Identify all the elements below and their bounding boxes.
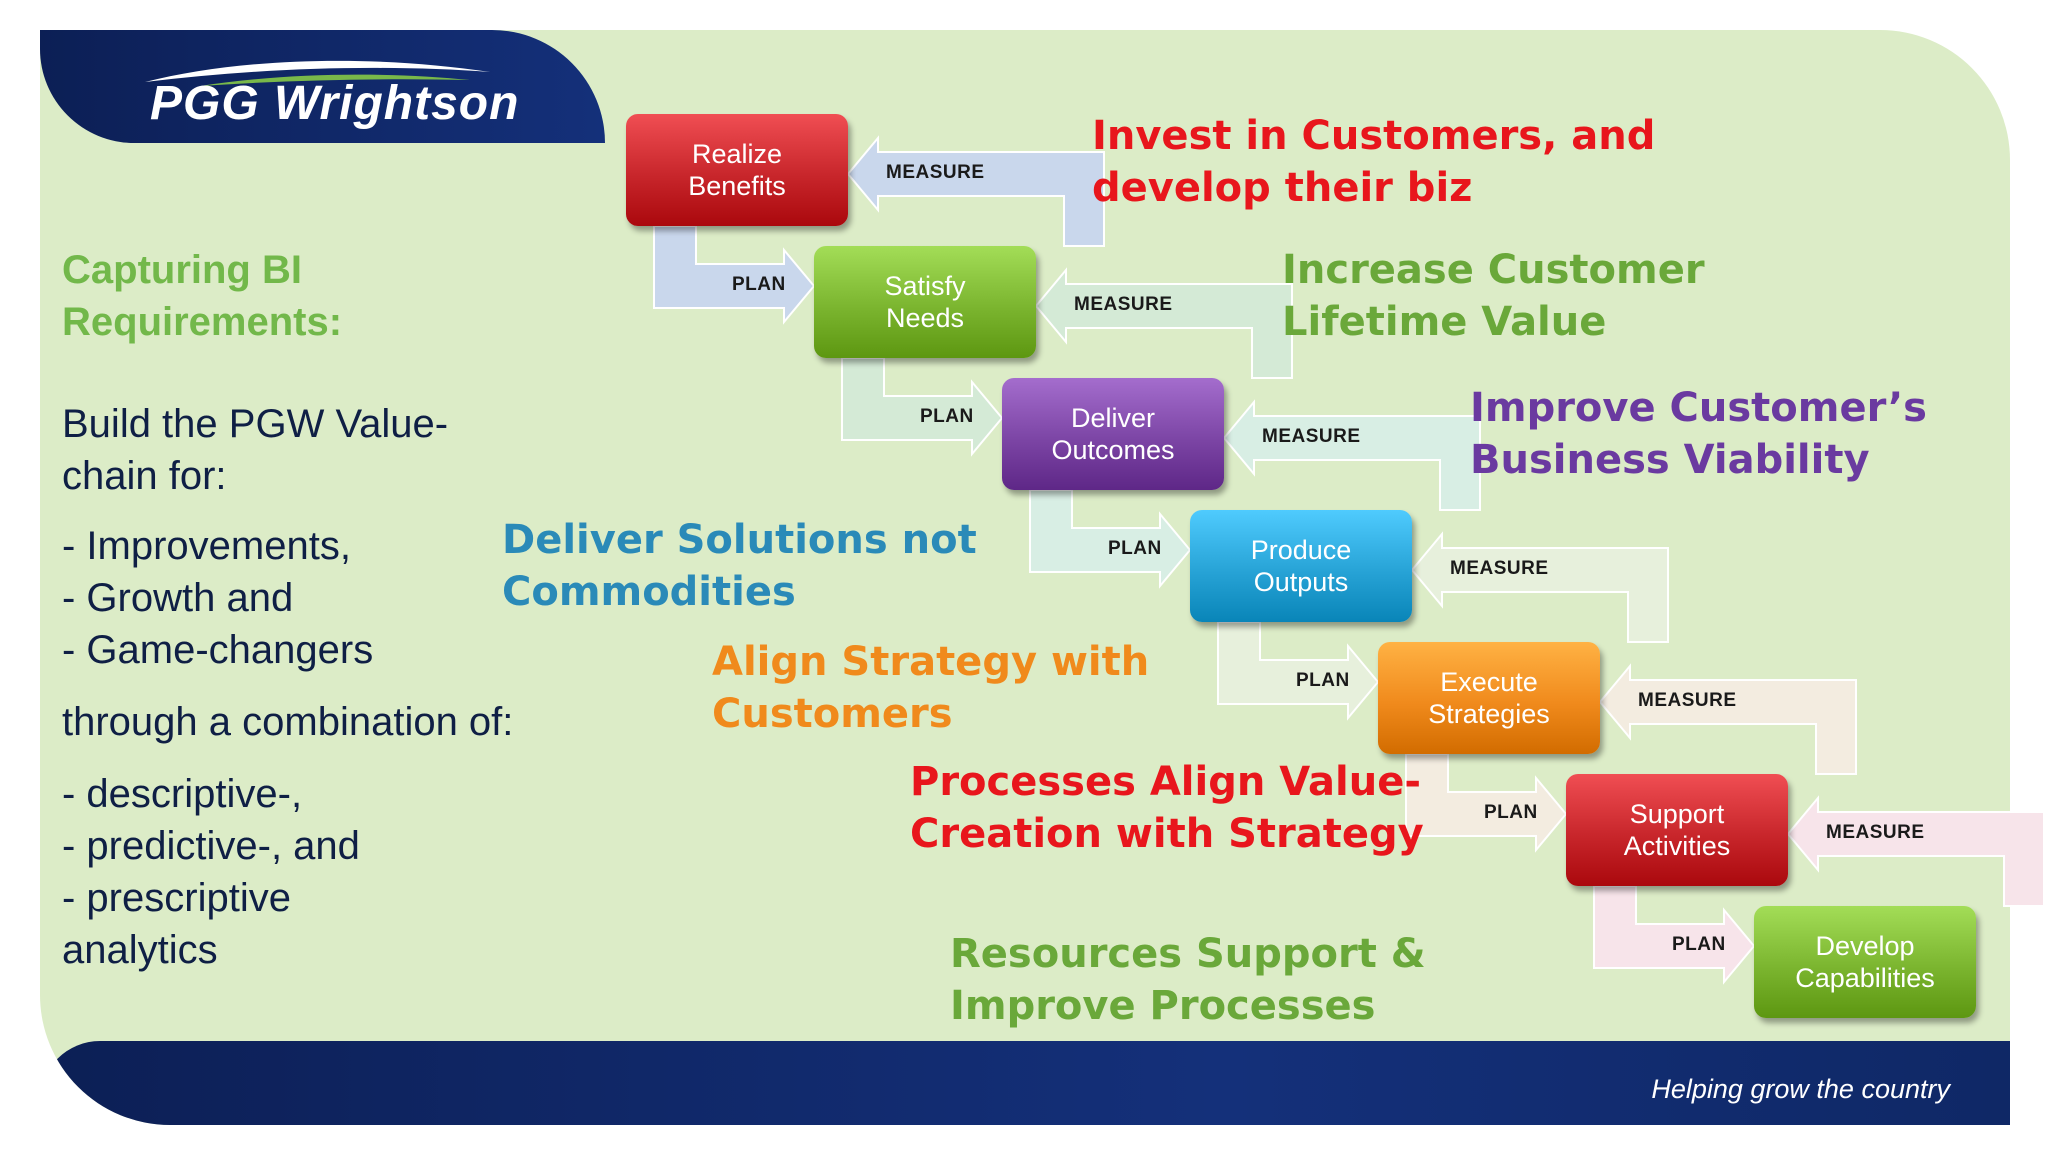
- measure-arrow-1: [846, 135, 1105, 247]
- measure-label-6: MEASURE: [1826, 822, 1925, 843]
- plan-label-1: PLAN: [732, 274, 786, 295]
- left-intro: Build the PGW Value- chain for:: [62, 402, 449, 498]
- measure-arrow-6: [1786, 795, 2045, 907]
- logo-swoosh-icon: [145, 60, 490, 86]
- left-list-goals: - Improvements, - Growth and - Game-chan…: [62, 524, 374, 672]
- plan-label-6: PLAN: [1672, 934, 1726, 955]
- step-box-5: Execute Strategies: [1378, 642, 1600, 754]
- step-box-2: Satisfy Needs: [814, 246, 1036, 358]
- plan-arrow-6: [1593, 885, 1756, 985]
- caption-resources: Resources Support & Improve Processes: [950, 931, 1426, 1029]
- caption-lifetime-value: Increase Customer Lifetime Value: [1282, 247, 1705, 345]
- step-box-6: Support Activities: [1566, 774, 1788, 886]
- left-through: through a combination of:: [62, 700, 514, 744]
- step-box-4: Produce Outputs: [1190, 510, 1412, 622]
- measure-arrow-2: [1034, 267, 1293, 379]
- step-box-7: Develop Capabilities: [1754, 906, 1976, 1018]
- plan-arrow-4: [1217, 621, 1380, 721]
- plan-arrow-1: [653, 225, 816, 325]
- measure-label-5: MEASURE: [1638, 690, 1737, 711]
- step-box-3: Deliver Outcomes: [1002, 378, 1224, 490]
- measure-label-3: MEASURE: [1262, 426, 1361, 447]
- measure-arrow-4: [1410, 531, 1669, 643]
- caption-invest: Invest in Customers, and develop their b…: [1092, 113, 1656, 211]
- caption-align-strategy: Align Strategy with Customers: [712, 639, 1150, 737]
- slide-background: PGG Wrightson Helping grow the country: [40, 30, 2010, 1125]
- plan-arrow-2: [841, 357, 1004, 457]
- caption-solutions: Deliver Solutions not Commodities: [502, 517, 977, 615]
- measure-arrow-5: [1598, 663, 1857, 775]
- caption-processes: Processes Align Value- Creation with Str…: [910, 759, 1424, 857]
- plan-label-2: PLAN: [920, 406, 974, 427]
- logo-text: PGG Wrightson: [150, 77, 520, 130]
- step-box-1: Realize Benefits: [626, 114, 848, 226]
- footer-tagline: Helping grow the country: [1651, 1074, 1950, 1104]
- plan-label-5: PLAN: [1484, 802, 1538, 823]
- logo-banner: PGG Wrightson: [40, 30, 605, 143]
- caption-business-viability: Improve Customer’s Business Viability: [1470, 385, 1927, 483]
- plan-label-4: PLAN: [1296, 670, 1350, 691]
- plan-arrow-5: [1405, 753, 1568, 853]
- measure-arrow-3: [1222, 399, 1481, 511]
- measure-label-4: MEASURE: [1450, 558, 1549, 579]
- left-heading: Capturing BI Requirements:: [62, 248, 343, 344]
- plan-arrow-3: [1029, 489, 1192, 589]
- plan-label-3: PLAN: [1108, 538, 1162, 559]
- left-list-analytics: - descriptive-, - predictive-, and - pre…: [62, 772, 360, 972]
- footer-banner: Helping grow the country: [40, 1041, 2010, 1125]
- measure-label-1: MEASURE: [886, 162, 985, 183]
- measure-label-2: MEASURE: [1074, 294, 1173, 315]
